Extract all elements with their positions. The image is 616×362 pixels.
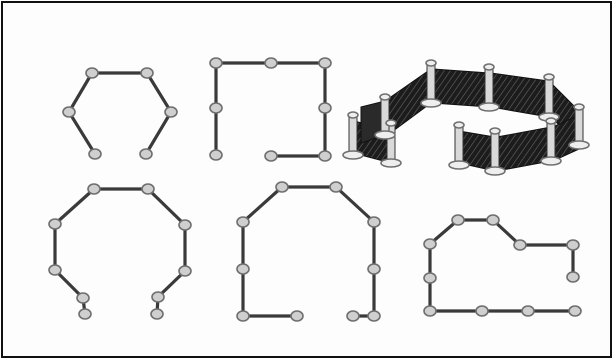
post [513, 239, 527, 251]
post [367, 216, 381, 228]
post [164, 106, 178, 118]
post [451, 214, 465, 226]
layout-crowd-control-barrier-illustration [342, 59, 590, 176]
post [178, 265, 192, 277]
post [236, 310, 250, 322]
post [88, 148, 102, 160]
post [318, 150, 332, 162]
post [568, 305, 582, 317]
post [209, 57, 223, 69]
layout-ten-post-open-octagon [48, 183, 192, 320]
post [151, 291, 165, 303]
post [521, 305, 535, 317]
post [209, 102, 223, 114]
post [423, 238, 437, 250]
post [78, 308, 92, 320]
post [275, 181, 289, 193]
post [318, 57, 332, 69]
post [329, 181, 343, 193]
post [367, 263, 381, 275]
post [62, 106, 76, 118]
post [150, 308, 164, 320]
layout-six-post-open-hexagon [62, 67, 178, 160]
post [178, 219, 192, 231]
post [209, 149, 223, 161]
post [48, 264, 62, 276]
post [423, 272, 437, 284]
post [475, 305, 489, 317]
post [367, 310, 381, 322]
post [318, 102, 332, 114]
post [346, 310, 360, 322]
post [423, 305, 437, 317]
post [87, 183, 101, 195]
layout-ten-post-open-arch [236, 181, 381, 322]
post [486, 214, 500, 226]
post [264, 57, 278, 69]
post [236, 263, 250, 275]
post [264, 150, 278, 162]
layout-seven-post-open-square [209, 57, 332, 162]
post [290, 310, 304, 322]
post [76, 292, 90, 304]
post [85, 67, 99, 79]
layout-ten-post-stepped-run [423, 214, 582, 317]
post [48, 218, 62, 230]
post [141, 183, 155, 195]
post [139, 148, 153, 160]
post [566, 271, 580, 283]
post [566, 239, 580, 251]
figure-frame [1, 1, 612, 358]
post [140, 67, 154, 79]
post [236, 216, 250, 228]
